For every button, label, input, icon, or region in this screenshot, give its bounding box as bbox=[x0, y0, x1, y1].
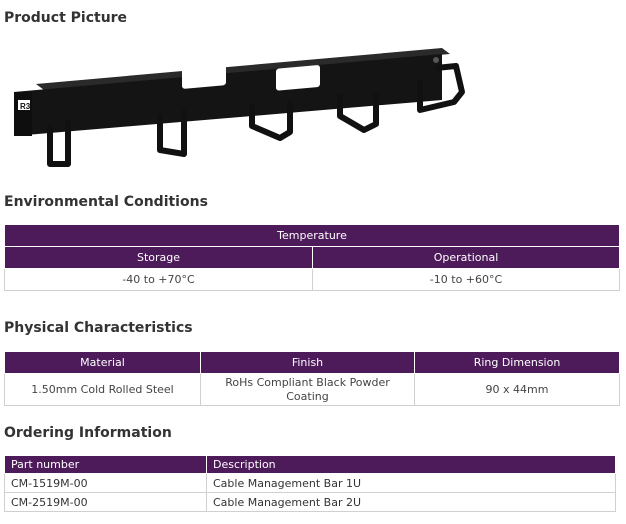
part-number-cell: CM-1519M-00 bbox=[4, 473, 207, 493]
physical-characteristics-title: Physical Characteristics bbox=[4, 320, 193, 336]
brand-logo bbox=[18, 100, 30, 110]
panel-window-2 bbox=[276, 65, 320, 91]
temperature-header: Temperature bbox=[4, 224, 620, 247]
cable-ring-4 bbox=[337, 92, 379, 133]
material-header: Material bbox=[4, 351, 201, 374]
ordering-table: Part number Description CM-1519M-00 Cabl… bbox=[4, 455, 616, 512]
finish-header: Finish bbox=[200, 351, 415, 374]
cable-ring-3 bbox=[249, 100, 293, 141]
brand-logo-text: R3 bbox=[20, 102, 31, 111]
table-row: CM-1519M-00 Cable Management Bar 1U bbox=[4, 473, 616, 493]
environmental-table: Temperature Storage Operational -40 to +… bbox=[4, 224, 620, 291]
description-cell: Cable Management Bar 2U bbox=[206, 492, 616, 512]
physical-table: Material Finish Ring Dimension 1.50mm Co… bbox=[4, 351, 620, 406]
product-image: R3 bbox=[14, 48, 465, 167]
ring-dimension-value: 90 x 44mm bbox=[414, 373, 620, 406]
environmental-conditions-title: Environmental Conditions bbox=[4, 194, 208, 210]
part-number-cell: CM-2519M-00 bbox=[4, 492, 207, 512]
product-picture-title: Product Picture bbox=[4, 10, 128, 26]
storage-header: Storage bbox=[4, 246, 313, 269]
part-number-header: Part number bbox=[4, 455, 207, 474]
material-value: 1.50mm Cold Rolled Steel bbox=[4, 373, 201, 406]
left-mounting-ear bbox=[14, 92, 32, 136]
finish-value: RoHs Compliant Black Powder Coating bbox=[200, 373, 415, 406]
cable-ring-5 bbox=[417, 63, 465, 113]
bar-top-edge bbox=[36, 48, 450, 90]
description-cell: Cable Management Bar 1U bbox=[206, 473, 616, 493]
cable-ring-2 bbox=[157, 110, 187, 157]
bar-front-panel bbox=[14, 54, 442, 136]
description-header: Description bbox=[206, 455, 616, 474]
cable-ring-1 bbox=[47, 120, 71, 167]
ring-dimension-header: Ring Dimension bbox=[414, 351, 620, 374]
operational-header: Operational bbox=[312, 246, 620, 269]
ordering-information-title: Ordering Information bbox=[4, 425, 172, 441]
right-screw-hole bbox=[433, 57, 439, 63]
table-row: CM-2519M-00 Cable Management Bar 2U bbox=[4, 492, 616, 512]
storage-value: -40 to +70°C bbox=[4, 268, 313, 291]
panel-window-1 bbox=[182, 63, 226, 89]
operational-value: -10 to +60°C bbox=[312, 268, 620, 291]
